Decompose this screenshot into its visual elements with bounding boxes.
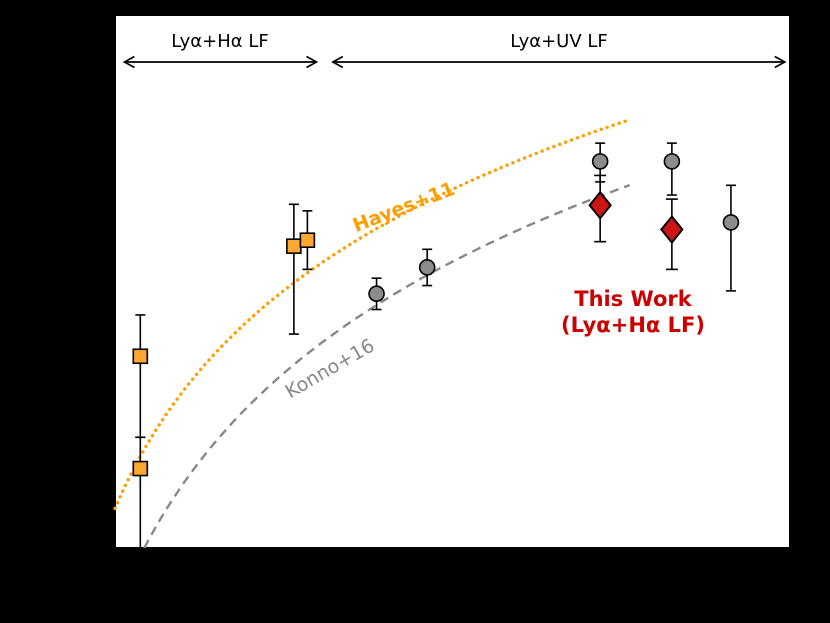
region-arrow-ly-h-lf: [122, 55, 319, 69]
square-marker: [286, 238, 302, 254]
diamond-marker: [660, 214, 684, 245]
curves-layer: [113, 119, 631, 549]
this-work-label-line2: (Lyα+Hα LF): [561, 313, 705, 337]
arrow-head-left: [122, 55, 135, 69]
plot-area: [114, 14, 791, 549]
series-lya-uv-lf-points: [368, 142, 740, 311]
circle-marker: [368, 285, 385, 302]
circle-marker: [663, 153, 681, 170]
arrow-head-right: [774, 55, 787, 69]
arrow-head-right: [306, 55, 319, 69]
circle-marker: [591, 153, 609, 170]
series-lya-ha-lf-points: [132, 203, 316, 548]
curve-hayes11: [113, 119, 628, 511]
diamond-marker: [588, 190, 612, 220]
arrow-head-left: [331, 55, 344, 69]
square-marker: [132, 348, 149, 365]
region-arrow-ly-uv-lf: [331, 55, 787, 69]
circle-marker: [418, 259, 436, 276]
region-label-lya-uv: Lyα+UV LF: [510, 31, 608, 52]
region-label-lya-ha: Lyα+Hα LF: [171, 31, 268, 52]
square-marker: [299, 232, 316, 249]
circle-marker: [722, 214, 740, 231]
region-arrows-layer: [122, 55, 787, 69]
this-work-label-line1: This Work: [574, 287, 692, 311]
points-layer: [132, 142, 740, 548]
curve-konno16: [143, 183, 631, 549]
series-this-work-points: [588, 174, 684, 271]
square-marker: [132, 460, 149, 477]
